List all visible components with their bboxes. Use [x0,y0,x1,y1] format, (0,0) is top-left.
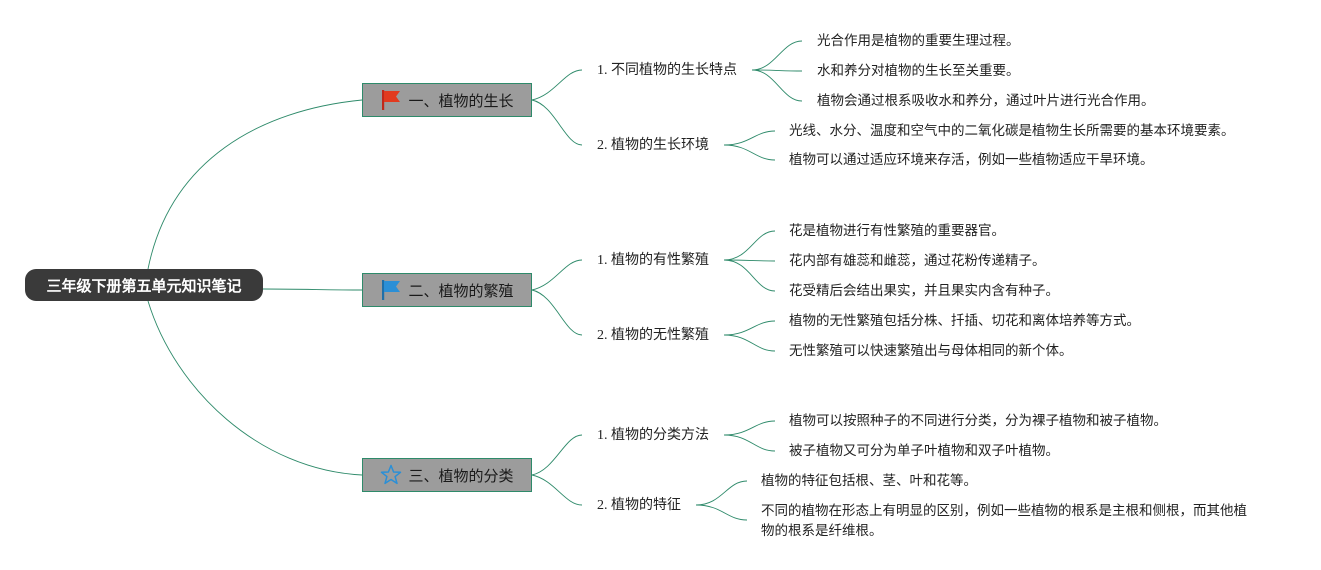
topic-plant-reproduction[interactable]: 二、植物的繁殖 [362,273,532,307]
subtopic-classification-methods[interactable]: 1. 植物的分类方法 [597,428,709,443]
blue-flag-icon [382,280,401,300]
detail-item[interactable]: 植物会通过根系吸收水和养分，通过叶片进行光合作用。 [817,93,1155,108]
detail-item[interactable]: 花受精后会结出果实，并且果实内含有种子。 [789,283,1059,298]
topic-label: 一、植物的生长 [408,91,514,110]
topic-label: 三、植物的分类 [408,466,514,485]
subtopic-growth-characteristics[interactable]: 1. 不同植物的生长特点 [597,63,737,78]
topic-plant-growth[interactable]: 一、植物的生长 [362,83,532,117]
detail-item[interactable]: 花是植物进行有性繁殖的重要器官。 [789,223,1005,238]
subtopic-growth-environment[interactable]: 2. 植物的生长环境 [597,138,709,153]
detail-item[interactable]: 植物的无性繁殖包括分株、扦插、切花和离体培养等方式。 [789,313,1140,328]
detail-item[interactable]: 不同的植物在形态上有明显的区别，例如一些植物的根系是主根和侧根，而其他植物的根系… [761,503,1247,538]
subtopic-plant-features[interactable]: 2. 植物的特征 [597,498,681,513]
red-flag-icon [382,90,401,110]
detail-item[interactable]: 无性繁殖可以快速繁殖出与母体相同的新个体。 [789,343,1073,358]
detail-item[interactable]: 水和养分对植物的生长至关重要。 [817,63,1020,78]
star-icon [381,464,402,485]
detail-item[interactable]: 光线、水分、温度和空气中的二氧化碳是植物生长所需要的基本环境要素。 [789,123,1235,138]
detail-item[interactable]: 植物可以按照种子的不同进行分类，分为裸子植物和被子植物。 [789,413,1167,428]
detail-item[interactable]: 被子植物又可分为单子叶植物和双子叶植物。 [789,443,1059,458]
detail-item[interactable]: 光合作用是植物的重要生理过程。 [817,33,1020,48]
root-title: 三年级下册第五单元知识笔记 [46,276,242,295]
root-node[interactable]: 三年级下册第五单元知识笔记 [25,269,263,301]
subtopic-sexual-reproduction[interactable]: 1. 植物的有性繁殖 [597,253,709,268]
detail-item[interactable]: 植物的特征包括根、茎、叶和花等。 [761,473,977,488]
topic-plant-classification[interactable]: 三、植物的分类 [362,458,532,492]
topic-label: 二、植物的繁殖 [408,281,514,300]
detail-item[interactable]: 植物可以通过适应环境来存活，例如一些植物适应干旱环境。 [789,152,1154,167]
detail-item[interactable]: 花内部有雄蕊和雌蕊，通过花粉传递精子。 [789,253,1046,268]
subtopic-asexual-reproduction[interactable]: 2. 植物的无性繁殖 [597,328,709,343]
